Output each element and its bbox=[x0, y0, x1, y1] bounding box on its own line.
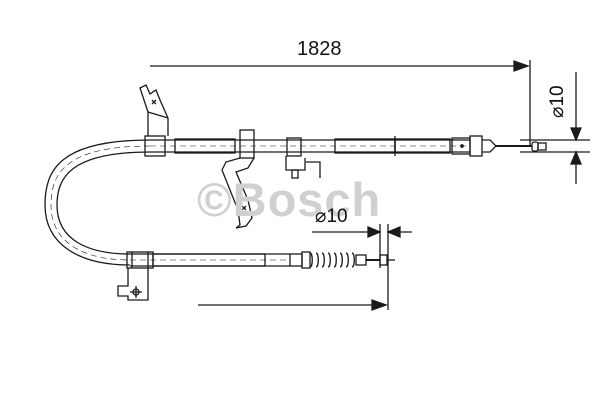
bracket-middle bbox=[221, 129, 255, 229]
upper-cable bbox=[150, 135, 547, 157]
bracket-clip bbox=[285, 137, 321, 179]
end-diameter-bottom-label: ⌀10 bbox=[315, 206, 348, 227]
bracket-upper-left bbox=[139, 84, 169, 157]
dimension-lines bbox=[150, 60, 590, 311]
lower-cable bbox=[126, 251, 395, 269]
overall-length-label: 1828 bbox=[297, 38, 342, 60]
cable-loop bbox=[44, 139, 151, 266]
end-diameter-right-label: ⌀10 bbox=[547, 85, 568, 118]
bracket-lower-left bbox=[117, 268, 149, 301]
bosch-watermark: ©Bosch bbox=[197, 173, 382, 226]
